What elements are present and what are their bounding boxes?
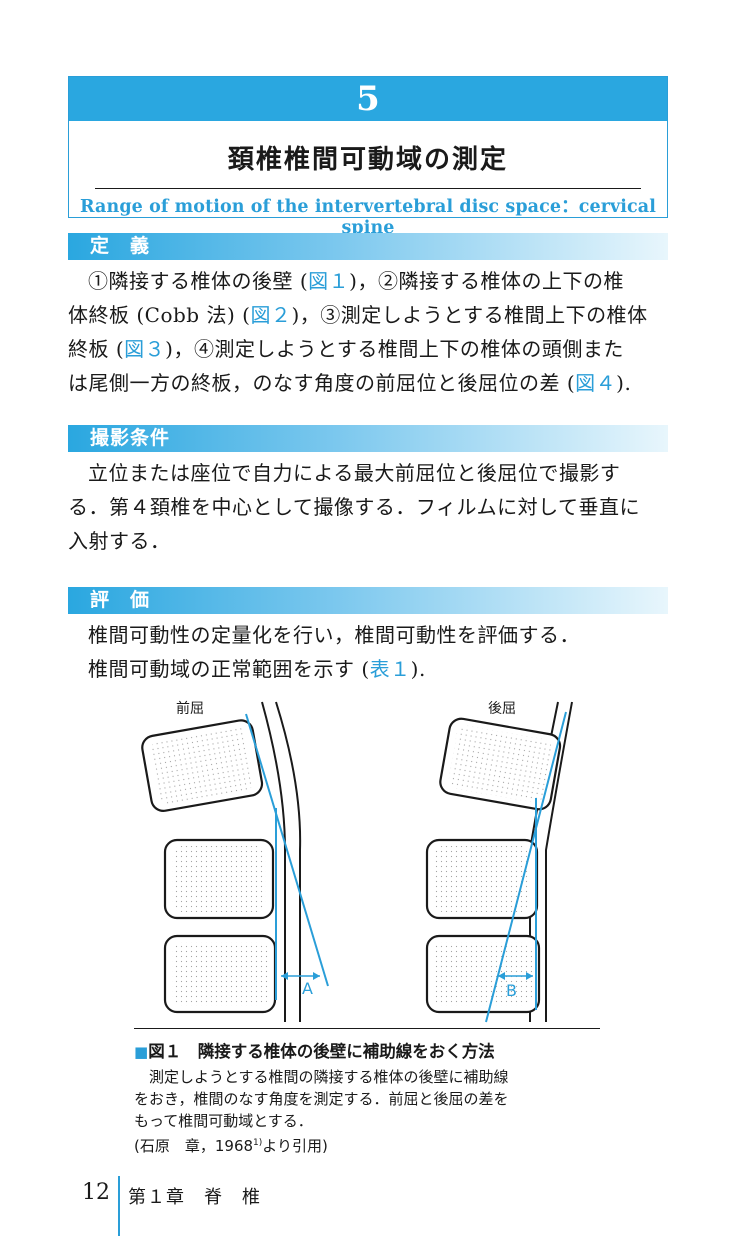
flexion-diagram: A [141,701,329,1022]
evaluation-line: 椎間可動域の正常範囲を示す (表１). [88,657,426,681]
section-heading-definition: 定 義 [68,233,668,260]
footer-divider [118,1176,120,1236]
spine-figure: A B [141,701,573,1023]
section-number: 5 [69,77,667,121]
figure-ref-link[interactable]: 図１ [308,269,350,293]
auxiliary-line [245,713,329,987]
caption-title: ■図１ 隣接する椎体の後壁に補助線をおく方法 [134,1042,495,1061]
table-ref-link[interactable]: 表１ [369,657,411,681]
page-number: 12 [82,1180,110,1205]
extension-label: 後屈 [488,701,516,717]
figure-ref-link[interactable]: 図２ [250,303,292,327]
figure-ref-link[interactable]: 図３ [124,337,166,361]
caption-citation: (石原 章，19681)より引用) [134,1137,328,1155]
definition-text: ①隣接する椎体の後壁 (図１)，②隣接する椎体の上下の椎 体終板 (Cobb 法… [68,264,670,400]
figure-ref-link[interactable]: 図４ [575,371,617,395]
figure-divider [134,1028,600,1029]
evaluation-text: 椎間可動性の定量化を行い，椎間可動性を評価する． 椎間可動域の正常範囲を示す (… [68,618,670,686]
definition-line: ①隣接する椎体の後壁 (図１)，②隣接する椎体の上下の椎 [88,269,624,293]
chapter-title: 第１章 脊 椎 [128,1187,261,1208]
title-box: 5 頚椎椎間可動域の測定 Range of motion of the inte… [68,76,668,238]
conditions-line: る．第４頚椎を中心として撮像する．フィルムに対して垂直に [68,495,640,519]
caption-line: もって椎間可動域とする． [134,1112,313,1130]
definition-line: は尾側一方の終板，のなす角度の前屈位と後屈位の差 (図４). [68,371,632,395]
extension-diagram: B [425,701,573,1023]
flexion-label: 前屈 [176,701,204,717]
conditions-line: 入射する． [68,529,171,553]
conditions-text: 立位または座位で自力による最大前屈位と後屈位で撮影す る．第４頚椎を中心として撮… [68,456,670,558]
angle-a-label: A [302,979,313,998]
section-heading-conditions: 撮影条件 [68,425,668,452]
conditions-line: 立位または座位で自力による最大前屈位と後屈位で撮影す [88,461,621,485]
title-divider [95,188,641,189]
page-subtitle-en: Range of motion of the intervertebral di… [80,197,656,238]
definition-line: 終板 (図３)，④測定しようとする椎間上下の椎体の頭側また [68,337,624,361]
caption-body: 測定しようとする椎間の隣接する椎体の後壁に補助線 をおき，椎間のなす角度を測定す… [134,1066,604,1157]
evaluation-line: 椎間可動性の定量化を行い，椎間可動性を評価する． [88,623,580,647]
definition-line: 体終板 (Cobb 法) (図２)，③測定しようとする椎間上下の椎体 [68,303,648,327]
figure-caption: ■図１ 隣接する椎体の後壁に補助線をおく方法 測定しようとする椎間の隣接する椎体… [134,1038,604,1157]
caption-line: をおき，椎間のなす角度を測定する．前屈と後屈の差を [134,1090,509,1108]
auxiliary-line [485,711,567,1023]
page-title: 頚椎椎間可動域の測定 [227,145,508,175]
caption-line: 測定しようとする椎間の隣接する椎体の後壁に補助線 [149,1068,509,1086]
angle-b-label: B [506,981,517,1000]
section-heading-evaluation: 評 価 [68,587,668,614]
caption-marker: ■ [134,1043,149,1061]
